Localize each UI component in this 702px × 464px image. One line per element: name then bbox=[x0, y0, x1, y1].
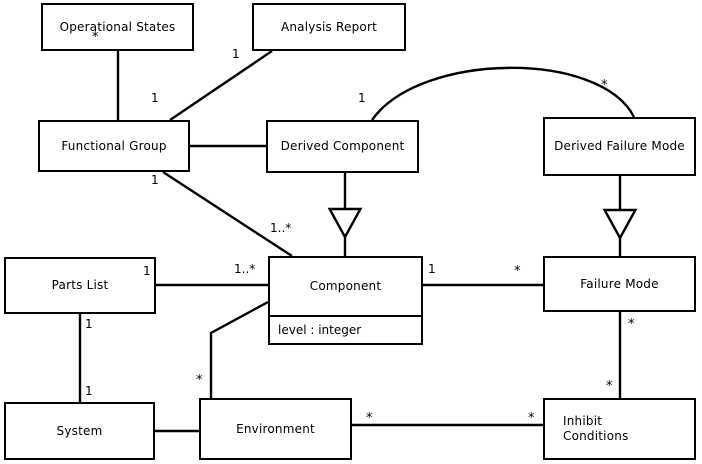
edge-functional-group-analysis-report bbox=[169, 50, 273, 121]
class-name-operational-states: Operational States bbox=[59, 19, 176, 34]
multiplicity-analysis-report-end: 1 bbox=[232, 47, 240, 61]
class-box-parts-list[interactable]: Parts List bbox=[4, 257, 156, 314]
multiplicity-environment-to-inhibit: * bbox=[366, 411, 373, 426]
multiplicity-fg-to-component: 1 bbox=[151, 173, 159, 187]
edge-derived-component-derived-failure-mode bbox=[371, 66, 636, 121]
multiplicity-failure-mode-end: * bbox=[514, 264, 521, 279]
class-box-analysis-report[interactable]: Analysis Report bbox=[252, 3, 406, 51]
edge-component-environment bbox=[209, 300, 269, 398]
multiplicity-fg-to-derived-component: 1 bbox=[358, 91, 366, 105]
multiplicity-inhibit-from-failure-mode: * bbox=[606, 379, 613, 394]
class-box-derived-component[interactable]: Derived Component bbox=[266, 120, 419, 173]
class-box-environment[interactable]: Environment bbox=[199, 398, 352, 460]
class-name-failure-mode: Failure Mode bbox=[580, 276, 659, 291]
class-name-functional-group: Functional Group bbox=[61, 138, 167, 153]
class-box-system[interactable]: System bbox=[4, 402, 155, 460]
multiplicity-failure-mode-to-inhibit: * bbox=[628, 317, 635, 332]
edge-functional-group-component bbox=[162, 170, 293, 258]
class-box-inhibit-conditions[interactable]: Inhibit Conditions bbox=[543, 398, 696, 460]
multiplicity-component-to-failure-mode: 1 bbox=[428, 262, 436, 276]
multiplicity-parts-list-to-system: 1 bbox=[85, 317, 93, 331]
multiplicity-inhibit-from-environment: * bbox=[528, 411, 535, 426]
generalization-arrow-derived-component-component bbox=[327, 207, 363, 240]
class-name-environment: Environment bbox=[236, 421, 315, 436]
multiplicity-derived-failure-mode-end: * bbox=[601, 78, 608, 93]
class-box-operational-states[interactable]: Operational States bbox=[41, 3, 194, 51]
class-attribute-component: level : integer bbox=[270, 315, 421, 343]
class-name-inhibit-conditions: Inhibit Conditions bbox=[563, 414, 629, 443]
multiplicity-component-from-fg: 1..* bbox=[270, 221, 292, 235]
multiplicity-component-from-parts-list: 1..* bbox=[234, 262, 256, 276]
multiplicity-op-states-to-fg: * bbox=[92, 30, 99, 45]
class-box-failure-mode[interactable]: Failure Mode bbox=[543, 256, 696, 312]
class-name-derived-component: Derived Component bbox=[280, 139, 405, 153]
generalization-arrow-derived-failure-mode-failure-mode bbox=[602, 208, 638, 241]
class-name-analysis-report: Analysis Report bbox=[280, 19, 378, 34]
multiplicity-fg-to-analysis-report: 1 bbox=[151, 91, 159, 105]
class-name-system: System bbox=[56, 423, 103, 438]
class-name-parts-list: Parts List bbox=[51, 278, 109, 292]
class-name-derived-failure-mode: Derived Failure Mode bbox=[554, 139, 685, 153]
multiplicity-system-end: 1 bbox=[85, 384, 93, 398]
class-box-functional-group[interactable]: Functional Group bbox=[38, 120, 190, 172]
class-name-component: Component bbox=[309, 279, 382, 293]
class-box-component[interactable]: Component level : integer bbox=[268, 256, 423, 345]
class-box-derived-failure-mode[interactable]: Derived Failure Mode bbox=[543, 117, 696, 176]
multiplicity-environment-to-component: * bbox=[196, 373, 203, 388]
multiplicity-parts-list-end: 1 bbox=[143, 264, 151, 278]
